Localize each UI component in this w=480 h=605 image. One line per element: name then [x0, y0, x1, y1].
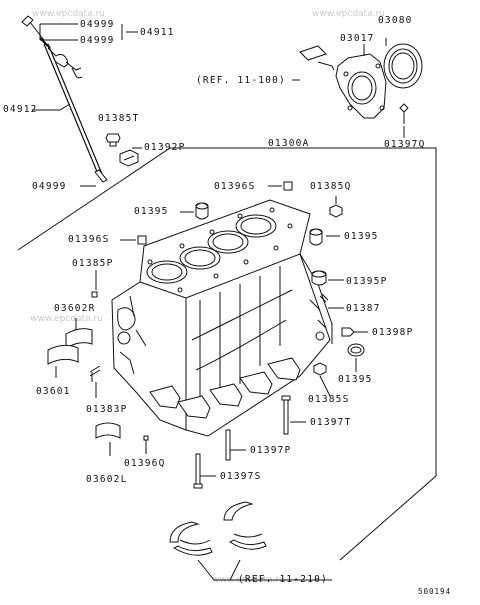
part-03601[interactable]: 03601 [36, 386, 71, 397]
part-04912[interactable]: 04912 [3, 104, 38, 115]
part-03017[interactable]: 03017 [340, 33, 375, 44]
part-01383p[interactable]: 01383P [86, 404, 128, 415]
reference-top: (REF. 11-100) [196, 75, 286, 86]
part-01392p[interactable]: 01392P [144, 142, 186, 153]
part-04911[interactable]: 04911 [140, 27, 175, 38]
part-03602r[interactable]: 03602R [54, 303, 96, 314]
part-04999-upper[interactable]: 04999 [80, 19, 115, 30]
part-01300a[interactable]: 01300A [268, 138, 310, 149]
part-04999-lower[interactable]: 04999 [32, 181, 67, 192]
part-01385s[interactable]: 01385S [308, 394, 350, 405]
part-01395-upper-right[interactable]: 01395 [344, 231, 379, 242]
part-01395p[interactable]: 01395P [346, 276, 388, 287]
part-01396s-top[interactable]: 01396S [214, 181, 256, 192]
reference-bottom: (REF. 11-210) [238, 574, 328, 585]
part-01395-upper-left[interactable]: 01395 [134, 206, 169, 217]
oil-seal-case-drawing [335, 53, 387, 119]
part-01385t[interactable]: 01385T [98, 113, 140, 124]
part-03080[interactable]: 03080 [378, 15, 413, 26]
thrust-bearing-drawing [47, 328, 93, 378]
part-01397s[interactable]: 01397S [220, 471, 262, 482]
main-bearing-halves-drawing [169, 501, 267, 556]
part-01397p[interactable]: 01397P [250, 445, 292, 456]
sensor-drawing [119, 149, 139, 167]
part-01397q[interactable]: 01397Q [384, 139, 426, 150]
oil-seal-drawing [383, 43, 423, 89]
diagram-code: 500194 [418, 587, 452, 596]
part-01395-lower[interactable]: 01395 [338, 374, 373, 385]
lower-bearing-drawing [95, 422, 121, 439]
part-01385p[interactable]: 01385P [72, 258, 114, 269]
part-01385q[interactable]: 01385Q [310, 181, 352, 192]
part-04999-mid[interactable]: 04999 [80, 35, 115, 46]
part-03602l[interactable]: 03602L [86, 474, 128, 485]
plug-drawing [105, 133, 121, 147]
part-01387[interactable]: 01387 [346, 303, 381, 314]
cylinder-block-drawing [111, 199, 333, 437]
part-01397t[interactable]: 01397T [310, 417, 352, 428]
watermark: www.epcdata.ru [32, 9, 105, 19]
watermark: www.epcdata.ru [312, 9, 385, 19]
watermark: www.epcdata.ru [30, 314, 103, 324]
part-01398p[interactable]: 01398P [372, 327, 414, 338]
part-01396q[interactable]: 01396Q [124, 458, 166, 469]
part-01396s-left[interactable]: 01396S [68, 234, 110, 245]
